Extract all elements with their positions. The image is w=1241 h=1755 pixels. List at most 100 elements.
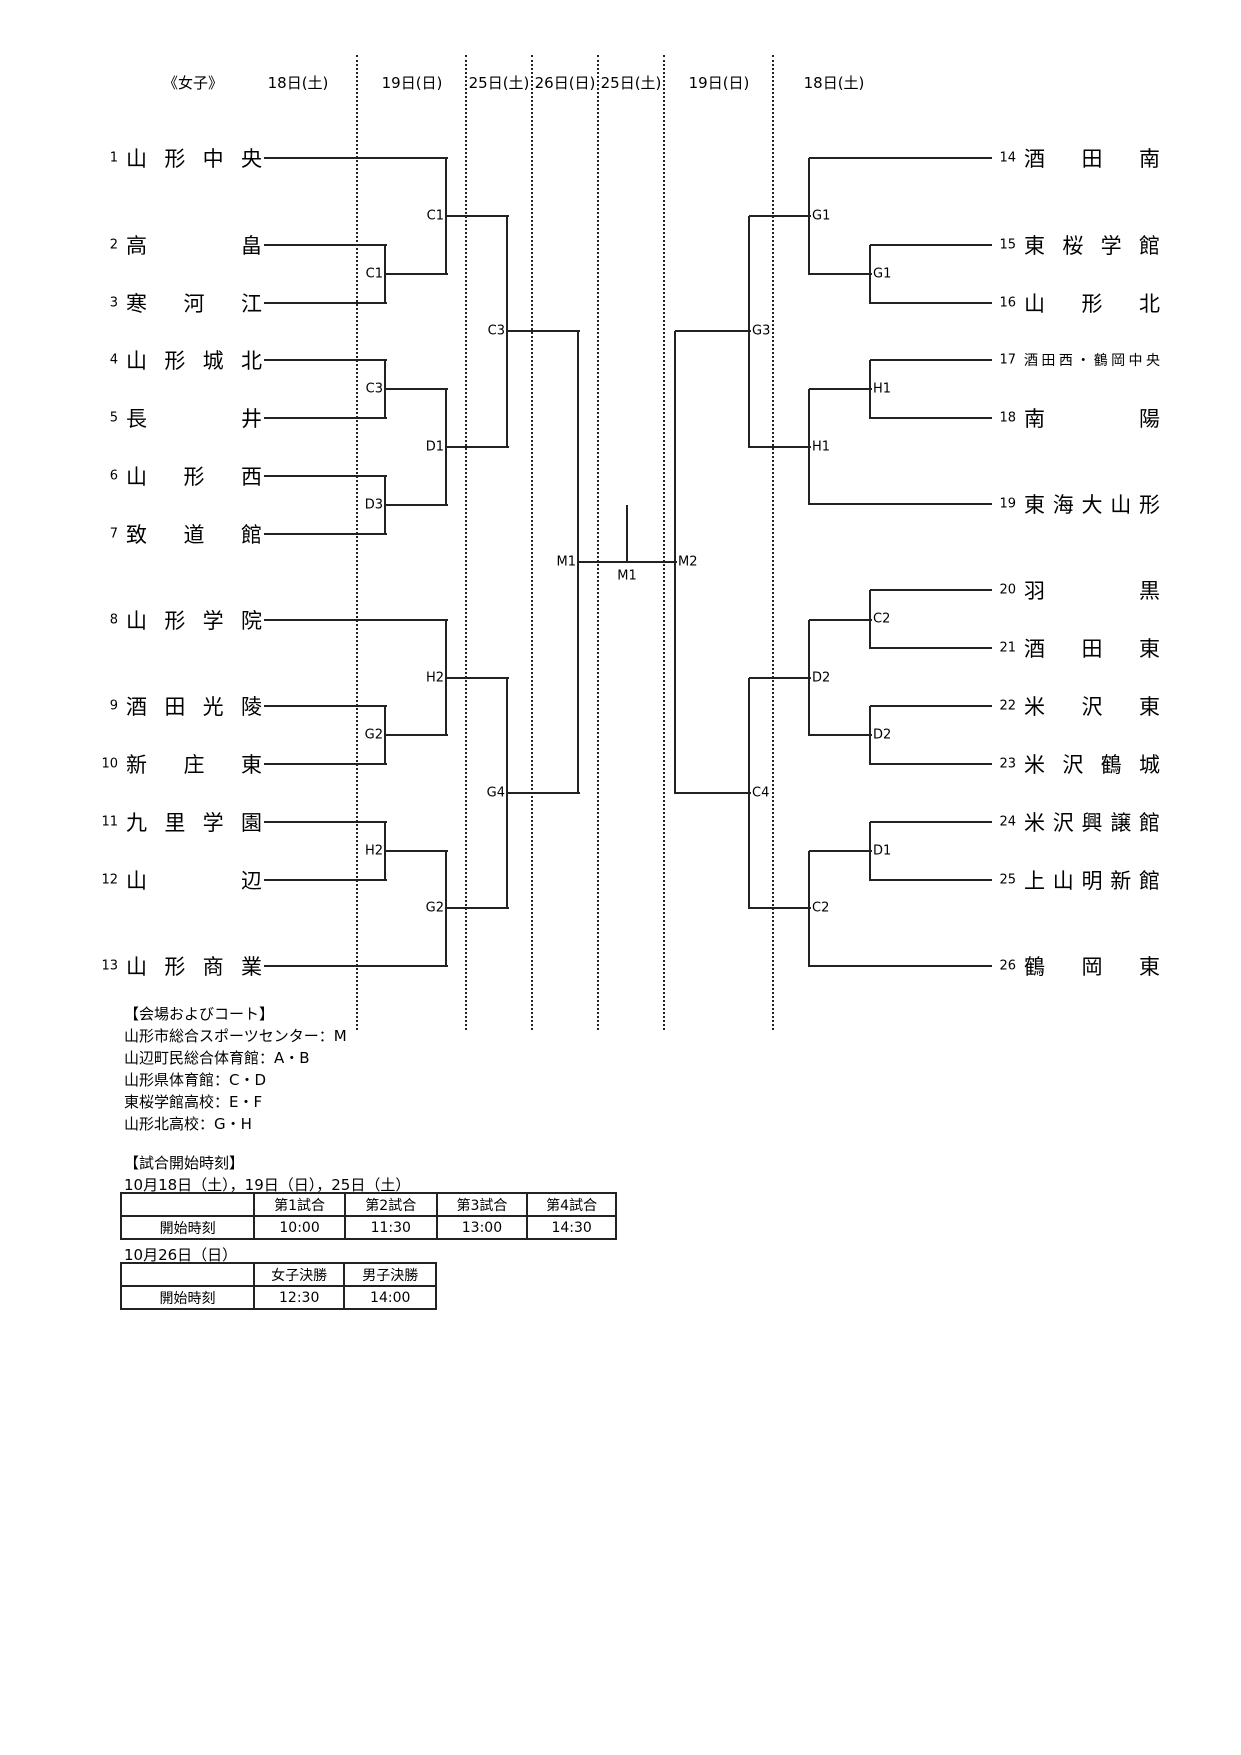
table-cell: 開始時刻 <box>119 1215 256 1240</box>
bracket-line <box>385 734 448 736</box>
team-name-char: 明 <box>1081 869 1103 893</box>
final-match-label: M1 <box>617 568 637 584</box>
team-name-char: 沢 <box>1081 695 1103 719</box>
match-label: G1 <box>812 208 831 224</box>
match-label: H1 <box>873 381 892 397</box>
day-header-right-r1: 18日(土) <box>803 74 865 92</box>
left-seed-number: 7 <box>109 526 118 542</box>
right-team-name: 南陽 <box>1024 403 1160 433</box>
team-name-char: 大 <box>1081 493 1103 517</box>
left-seed-number: 1 <box>109 150 118 166</box>
table-row: 第1試合 第2試合 第3試合 第4試合 <box>119 1192 617 1217</box>
day-divider <box>772 55 774 1030</box>
team-name-char: 沢 <box>1052 811 1074 835</box>
day-header-right-r2: 19日(日) <box>688 74 750 92</box>
team-name-char: 西 <box>241 465 262 489</box>
team-name-char: 新 <box>1110 869 1132 893</box>
schedule-table-1: 第1試合 第2試合 第3試合 第4試合 開始時刻 10:00 11:30 13:… <box>119 1192 617 1240</box>
team-name-char: 園 <box>240 811 262 835</box>
team-name-char: 北 <box>1139 292 1160 316</box>
right-team-name: 酒田東 <box>1024 633 1160 663</box>
team-name-char: 南 <box>1024 407 1045 431</box>
team-name-char: 光 <box>202 695 224 719</box>
team-name-char: 城 <box>1138 753 1160 777</box>
bracket-line <box>264 417 387 419</box>
team-name-char: 米 <box>1024 753 1045 777</box>
bracket-line <box>870 244 992 246</box>
right-team-name: 鶴岡東 <box>1024 951 1160 981</box>
bracket-line <box>264 244 387 246</box>
bracket-line <box>809 965 992 967</box>
team-name-char: 致 <box>126 523 147 547</box>
match-label: D2 <box>812 670 831 686</box>
team-name-char: 西 <box>1058 353 1073 369</box>
bracket-line <box>446 215 509 217</box>
bracket-line <box>445 851 447 967</box>
match-label: D1 <box>425 439 444 455</box>
match-label: G1 <box>873 266 892 282</box>
team-name-char: 海 <box>1052 493 1074 517</box>
left-seed-number: 2 <box>109 237 118 253</box>
right-seed-number: 23 <box>999 756 1016 772</box>
team-name-char: 館 <box>1138 234 1160 258</box>
left-seed-number: 5 <box>109 410 118 426</box>
bracket-line <box>446 677 509 679</box>
team-name-char: 沢 <box>1062 753 1084 777</box>
bracket-line <box>385 850 448 852</box>
left-team-name: 山辺 <box>126 865 262 895</box>
team-name-char: 田 <box>1081 637 1103 661</box>
team-name-char: 陵 <box>240 695 262 719</box>
match-label: C3 <box>365 381 383 397</box>
bracket-line <box>264 879 387 881</box>
team-name-char: 河 <box>183 292 205 316</box>
bracket-line <box>749 907 811 909</box>
table-cell: 11:30 <box>343 1215 438 1240</box>
bracket-line <box>264 705 387 707</box>
right-team-name: 酒田西・鶴岡中央 <box>1024 350 1160 370</box>
team-name-char: 形 <box>164 609 186 633</box>
team-name-char: 井 <box>241 407 262 431</box>
bracket-line <box>870 705 992 707</box>
team-name-char: 形 <box>183 465 205 489</box>
left-seed-number: 11 <box>101 814 118 830</box>
team-name-char: 央 <box>1145 353 1160 369</box>
match-label: C2 <box>873 611 891 627</box>
table-cell: 12:30 <box>252 1285 346 1310</box>
bracket-line <box>264 965 448 967</box>
team-name-char: 東 <box>1024 234 1045 258</box>
team-name-char: 陽 <box>1139 407 1160 431</box>
right-seed-number: 22 <box>999 698 1016 714</box>
day-header-left-r1: 18日(土) <box>267 74 329 92</box>
team-name-char: 米 <box>1024 695 1045 719</box>
bracket-line <box>385 504 448 506</box>
team-name-char: 鶴 <box>1100 753 1122 777</box>
team-name-char: 里 <box>164 811 186 835</box>
team-name-char: 東 <box>241 753 262 777</box>
bracket-line <box>264 157 448 159</box>
team-name-char: 央 <box>240 147 262 171</box>
bracket-line <box>809 273 872 275</box>
schedule-title: 【試合開始時刻】 <box>124 1154 245 1172</box>
team-name-char: 庄 <box>183 753 205 777</box>
team-name-char: 道 <box>183 523 205 547</box>
team-name-char: 山 <box>126 609 147 633</box>
team-name-char: 酒 <box>1024 147 1045 171</box>
day-divider <box>356 55 358 1030</box>
right-seed-number: 14 <box>999 150 1016 166</box>
team-name-char: 田 <box>1041 353 1056 369</box>
bracket-line <box>809 157 992 159</box>
team-name-char: 山 <box>126 147 147 171</box>
left-seed-number: 10 <box>101 756 118 772</box>
day-divider <box>597 55 599 1030</box>
team-name-char: 城 <box>202 349 224 373</box>
venues-title: 【会場およびコート】 <box>124 1005 275 1023</box>
bracket-line <box>446 907 509 909</box>
team-name-char: 桜 <box>1062 234 1084 258</box>
team-name-char: 山 <box>126 955 147 979</box>
bracket-line <box>809 503 992 505</box>
team-name-char: 形 <box>164 349 186 373</box>
bracket-line <box>264 475 387 477</box>
bracket-line <box>749 446 811 448</box>
team-name-char: 形 <box>1139 493 1160 517</box>
match-label: G4 <box>486 785 505 801</box>
